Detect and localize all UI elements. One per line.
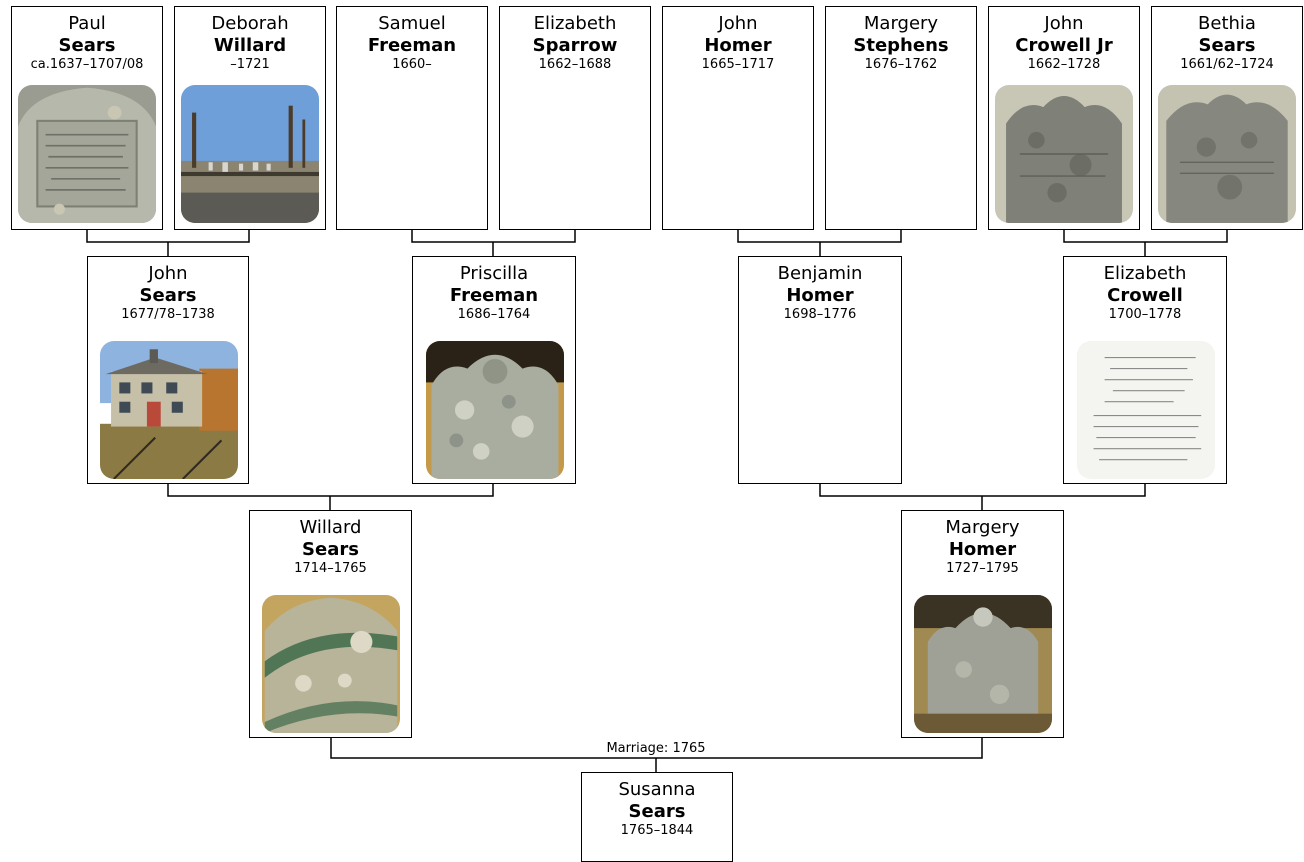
first-name: Margery (945, 517, 1020, 538)
person-card-paul-sears[interactable]: Paul Sears ca.1637–1707/08 (11, 6, 163, 230)
last-name: Sears (58, 35, 116, 56)
last-name: Stephens (853, 35, 949, 56)
life-dates: 1676–1762 (864, 57, 938, 72)
first-name: Samuel (378, 13, 446, 34)
person-card-benjamin-homer[interactable]: Benjamin Homer 1698–1776 (738, 256, 902, 484)
person-card-margery-stephens[interactable]: Margery Stephens 1676–1762 (825, 6, 977, 230)
gravestone-photo (914, 595, 1052, 733)
person-card-samuel-freeman[interactable]: Samuel Freeman 1660– (336, 6, 488, 230)
first-name: Susanna (618, 779, 696, 800)
first-name: Benjamin (777, 263, 863, 284)
life-dates: 1700–1778 (1108, 307, 1182, 322)
last-name: Sears (139, 285, 197, 306)
first-name: Margery (863, 13, 939, 34)
first-name: Deborah (211, 13, 289, 34)
gravestone-photo (426, 341, 564, 479)
first-name: John (718, 13, 758, 34)
last-name: Willard (213, 35, 287, 56)
gravestone-photo (262, 595, 400, 733)
last-name: Sears (1198, 35, 1256, 56)
last-name: Homer (948, 539, 1017, 560)
life-dates: ca.1637–1707/08 (30, 57, 144, 72)
gravestone-photo (995, 85, 1133, 223)
last-name: Sparrow (532, 35, 618, 56)
first-name: Paul (68, 13, 106, 34)
person-card-john-homer[interactable]: John Homer 1665–1717 (662, 6, 814, 230)
last-name: Freeman (367, 35, 457, 56)
life-dates: 1660– (392, 57, 432, 72)
person-card-bethia-sears[interactable]: Bethia Sears 1661/62–1724 (1151, 6, 1303, 230)
first-name: John (148, 263, 188, 284)
life-dates: 1698–1776 (783, 307, 857, 322)
first-name: Elizabeth (533, 13, 617, 34)
connector-homer-stephens (737, 230, 902, 243)
person-card-susanna-sears[interactable]: Susanna Sears 1765–1844 (581, 772, 733, 862)
last-name: Homer (704, 35, 772, 56)
life-dates: 1686–1764 (457, 307, 531, 322)
connector-freeman-sparrow (411, 230, 576, 243)
last-name: Crowell Jr (1015, 35, 1113, 56)
document-photo (1077, 341, 1215, 479)
connector-sears-willard (86, 230, 250, 243)
life-dates: 1727–1795 (946, 561, 1019, 576)
life-dates: 1677/78–1738 (121, 307, 215, 322)
life-dates: 1662–1728 (1027, 57, 1101, 72)
gravestone-photo (1158, 85, 1296, 223)
last-name: Freeman (449, 285, 539, 306)
life-dates: 1661/62–1724 (1180, 57, 1274, 72)
life-dates: 1662–1688 (538, 57, 612, 72)
connector-crowell-sears (1063, 230, 1228, 243)
house-photo (100, 341, 238, 479)
first-name: Elizabeth (1103, 263, 1187, 284)
last-name: Sears (302, 539, 359, 560)
last-name: Homer (786, 285, 854, 306)
last-name: Sears (628, 801, 686, 822)
first-name: Priscilla (459, 263, 529, 284)
person-card-margery-homer[interactable]: Margery Homer 1727–1795 (901, 510, 1064, 738)
cemetery-photo (181, 85, 319, 223)
person-card-john-sears[interactable]: John Sears 1677/78–1738 (87, 256, 249, 484)
life-dates: 1714–1765 (294, 561, 367, 576)
connector-benjamin-elizabeth (819, 484, 1146, 497)
last-name: Crowell (1107, 285, 1183, 306)
life-dates: 1765–1844 (620, 823, 694, 838)
connector-john-priscilla (167, 484, 494, 497)
person-card-priscilla-freeman[interactable]: Priscilla Freeman 1686–1764 (412, 256, 576, 484)
marriage-label: Marriage: 1765 (606, 741, 706, 756)
first-name: Bethia (1198, 13, 1256, 34)
person-card-willard-sears[interactable]: Willard Sears 1714–1765 (249, 510, 412, 738)
first-name: Willard (299, 517, 362, 538)
person-card-john-crowell-jr[interactable]: John Crowell Jr 1662–1728 (988, 6, 1140, 230)
person-card-elizabeth-crowell[interactable]: Elizabeth Crowell 1700–1778 (1063, 256, 1227, 484)
first-name: John (1044, 13, 1084, 34)
gravestone-photo (18, 85, 156, 223)
life-dates: –1721 (230, 57, 270, 72)
person-card-deborah-willard[interactable]: Deborah Willard –1721 (174, 6, 326, 230)
life-dates: 1665–1717 (701, 57, 775, 72)
person-card-elizabeth-sparrow[interactable]: Elizabeth Sparrow 1662–1688 (499, 6, 651, 230)
